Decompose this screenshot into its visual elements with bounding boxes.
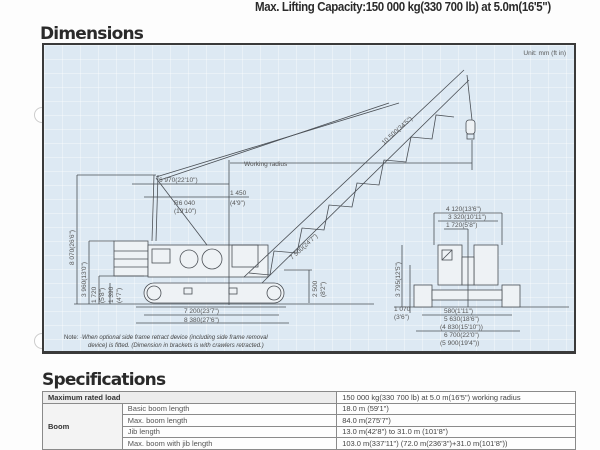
svg-text:(4'7"): (4'7") bbox=[116, 288, 123, 303]
svg-text:(3'6"): (3'6") bbox=[394, 314, 409, 321]
spec-value: 18.0 m (59'1") bbox=[336, 402, 576, 415]
spec-value: 150 000 kg(330 700 lb) at 5.0 m(16'5") w… bbox=[336, 391, 576, 404]
svg-text:3 795(12'5"): 3 795(12'5") bbox=[395, 262, 402, 297]
svg-text:1 390: 1 390 bbox=[108, 286, 115, 303]
svg-text:(4'9"): (4'9") bbox=[230, 200, 245, 207]
svg-text:6 700(22'0"): 6 700(22'0") bbox=[444, 332, 479, 339]
specifications-title: Specifications bbox=[42, 370, 166, 390]
spec-label: Basic boom length bbox=[121, 402, 338, 415]
svg-text:3 320(10'11"): 3 320(10'11") bbox=[448, 214, 486, 221]
svg-text:6 970(22'10"): 6 970(22'10") bbox=[159, 177, 198, 184]
spec-value: 84.0 m(275'7") bbox=[336, 414, 576, 427]
working-radius-label: Working radius bbox=[244, 161, 288, 168]
svg-text:2 500: 2 500 bbox=[312, 280, 319, 297]
svg-text:10 500(34'5"): 10 500(34'5") bbox=[381, 115, 414, 146]
spec-value: 103.0 m(337'11") (72.0 m(236'3")+31.0 m(… bbox=[336, 437, 576, 450]
table-row: Maximum rated load 150 000 kg(330 700 lb… bbox=[41, 391, 576, 404]
table-row: Jib length 13.0 m(42'8") to 31.0 m (101'… bbox=[43, 425, 576, 438]
spec-label: Max. boom length bbox=[121, 414, 338, 427]
spec-label: Jib length bbox=[121, 425, 338, 438]
table-row: Max. boom length 84.0 m(275'7") bbox=[43, 414, 576, 427]
table-row: Boom Basic boom length 18.0 m (59'1") bbox=[42, 402, 576, 450]
svg-text:1 720: 1 720 bbox=[91, 286, 98, 303]
spec-label: Max. boom with jib length bbox=[121, 437, 338, 450]
dimensions-drawing: Unit: mm (ft in) bbox=[42, 43, 576, 354]
svg-text:(4 830(15'10")): (4 830(15'10")) bbox=[440, 324, 483, 331]
svg-text:8 380(27'6"): 8 380(27'6") bbox=[184, 317, 219, 324]
spec-label: Maximum rated load bbox=[41, 391, 338, 404]
svg-text:R6 040: R6 040 bbox=[174, 200, 195, 207]
svg-text:(8'2"): (8'2") bbox=[320, 282, 327, 297]
specifications-table: Maximum rated load 150 000 kg(330 700 lb… bbox=[41, 391, 576, 450]
svg-text:7 500(24'7"): 7 500(24'7") bbox=[289, 233, 320, 262]
dimensions-note: Note: ·When optional side frame retract … bbox=[64, 335, 268, 349]
dimensions-title: Dimensions bbox=[40, 24, 144, 44]
svg-text:5 630(18'6"): 5 630(18'6") bbox=[444, 316, 479, 323]
table-row: Max. boom with jib length 103.0 m(337'11… bbox=[43, 437, 576, 450]
svg-text:(5'8"): (5'8") bbox=[99, 288, 106, 303]
spec-group-label: Boom bbox=[42, 402, 123, 450]
unit-label: Unit: mm (ft in) bbox=[523, 50, 566, 57]
svg-text:1 450: 1 450 bbox=[230, 190, 247, 197]
svg-text:(19'10"): (19'10") bbox=[174, 208, 196, 215]
svg-text:(5 900(19'4")): (5 900(19'4")) bbox=[440, 340, 479, 347]
max-lifting-capacity-header: Max. Lifting Capacity:150 000 kg(330 700… bbox=[255, 0, 551, 14]
crane-dimension-drawing: Working radius 10 500(34'5") 7 500(24'7"… bbox=[69, 69, 569, 347]
svg-text:3 960(13'0"): 3 960(13'0") bbox=[81, 262, 88, 297]
svg-text:8 070(26'6"): 8 070(26'6") bbox=[69, 230, 76, 265]
spec-value: 13.0 m(42'8") to 31.0 m (101'8") bbox=[336, 425, 576, 438]
svg-text:1 070: 1 070 bbox=[394, 306, 411, 313]
svg-text:580(1'11"): 580(1'11") bbox=[444, 308, 473, 315]
svg-text:4 120(13'6"): 4 120(13'6") bbox=[446, 206, 481, 213]
svg-text:7 200(23'7"): 7 200(23'7") bbox=[184, 308, 219, 315]
svg-text:1 720(5'8"): 1 720(5'8") bbox=[446, 222, 477, 229]
